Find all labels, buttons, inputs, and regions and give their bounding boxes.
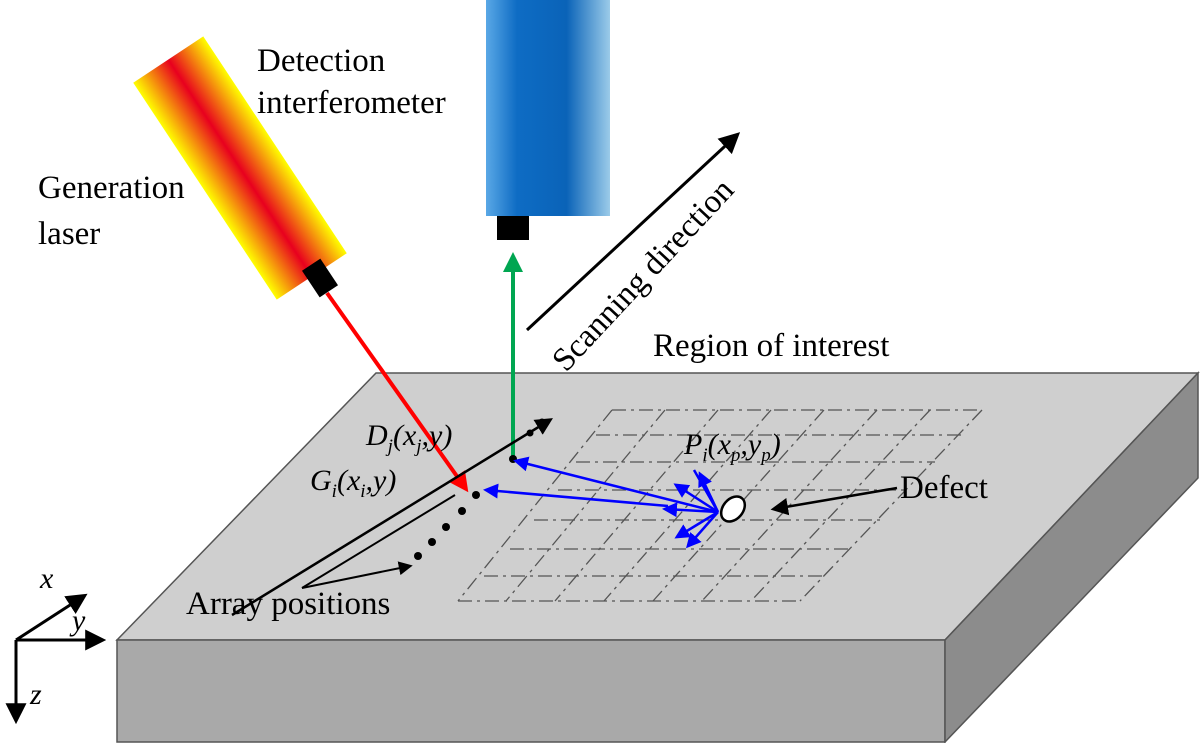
plate-side-face bbox=[944, 371, 1199, 743]
generation-laser-icon bbox=[133, 36, 347, 300]
array-positions-pointer-2 bbox=[301, 561, 413, 589]
generation-point-label: Gi(xi,y) bbox=[310, 464, 396, 502]
detection-label-line2: interferometer bbox=[257, 85, 446, 121]
generation-laser-beam bbox=[325, 291, 469, 493]
scatter-rays bbox=[483, 456, 720, 549]
detection-label-line1: Detection bbox=[257, 43, 385, 79]
axis-x-label: x bbox=[39, 562, 54, 595]
generation-label-line2: laser bbox=[38, 216, 100, 252]
axis-y-label: y bbox=[69, 604, 86, 637]
plate-front-face bbox=[116, 639, 946, 743]
defect-label: Defect bbox=[900, 470, 988, 506]
axis-x-arrow bbox=[15, 593, 88, 642]
scanning-direction-arrow bbox=[525, 132, 741, 332]
axis-z-label: z bbox=[29, 678, 42, 711]
scan-line bbox=[231, 418, 553, 617]
coordinate-axes bbox=[5, 593, 107, 725]
generation-label-line1: Generation bbox=[38, 170, 185, 206]
region-of-interest-label: Region of interest bbox=[653, 328, 889, 364]
defect-icon bbox=[719, 495, 747, 523]
array-positions-label: Array positions bbox=[186, 586, 390, 622]
detection-point-label: Dj(xj,y) bbox=[365, 419, 452, 457]
defect-pointer bbox=[770, 486, 898, 516]
detection-interferometer-icon bbox=[486, 0, 610, 240]
array-positions-pointer-1 bbox=[301, 494, 456, 589]
specimen-plate bbox=[115, 371, 1200, 743]
pixel-point-label: Pi(xp,yp) bbox=[683, 428, 781, 466]
